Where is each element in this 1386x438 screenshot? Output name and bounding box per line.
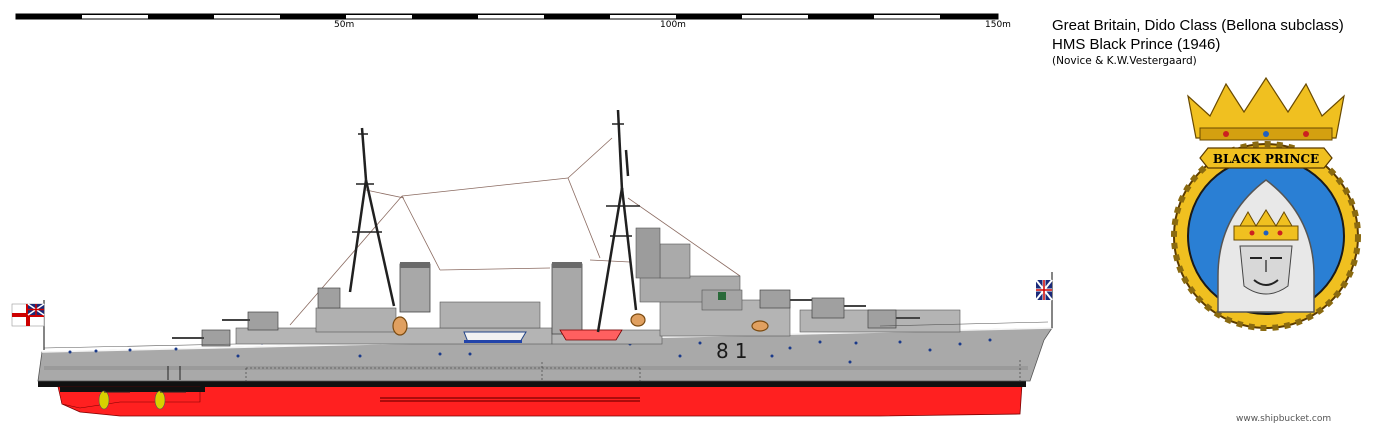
pennant-number: 81 xyxy=(716,339,753,363)
ship-badge: BLACK PRINCE xyxy=(1171,76,1361,331)
watermark: www.shipbucket.com xyxy=(1236,414,1332,424)
ship-name-title: HMS Black Prince (1946) xyxy=(1052,36,1221,53)
propeller-icon xyxy=(98,390,166,410)
whaler-boat xyxy=(559,329,623,341)
union-jack-icon xyxy=(1035,279,1053,301)
aft-funnel xyxy=(399,263,431,313)
foremast xyxy=(596,109,638,333)
name-scroll: BLACK PRINCE xyxy=(1199,147,1333,169)
naval-crown-icon xyxy=(1187,76,1345,141)
title-block: Great Britain, Dido Class (Bellona subcl… xyxy=(1052,16,1344,69)
rigging xyxy=(289,137,741,326)
mainmast xyxy=(348,127,396,307)
author-credit: (Novice & K.W.Vestergaard) xyxy=(1052,55,1197,67)
gun-turrets xyxy=(201,287,897,347)
ship-class-title: Great Britain, Dido Class (Bellona subcl… xyxy=(1052,17,1344,34)
badge-scroll-text: BLACK PRINCE xyxy=(1213,152,1319,166)
scale-label-150m: 150m xyxy=(985,20,1011,30)
hull-boot-top xyxy=(38,381,1026,387)
portholes xyxy=(68,338,992,364)
helmet-icon xyxy=(1217,179,1315,313)
hull-antifouling xyxy=(57,383,1023,417)
forward-funnel xyxy=(551,263,583,335)
scale-label-100m: 100m xyxy=(660,20,686,30)
scale-bar xyxy=(15,13,999,20)
scale-label-50m: 50m xyxy=(334,20,355,30)
white-ensign-icon xyxy=(11,303,45,327)
